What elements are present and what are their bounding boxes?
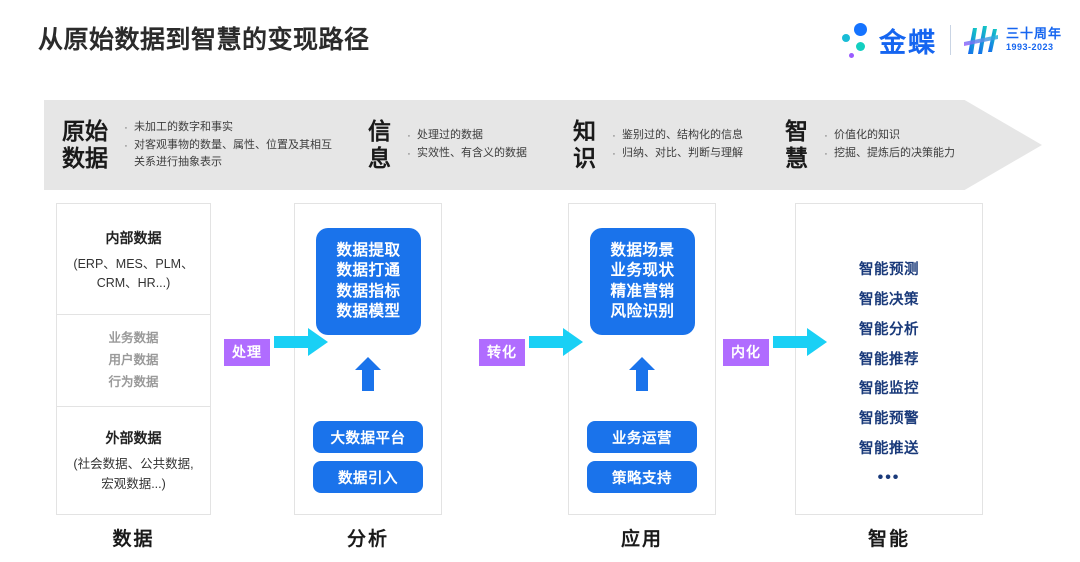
application-pill-operations[interactable]: 业务运营 [587, 421, 697, 453]
stage-bullet-text: 归纳、对比、判断与理解 [622, 147, 743, 159]
analysis-pill-platform[interactable]: 大数据平台 [313, 421, 423, 453]
data-type-item: 业务数据 [108, 330, 159, 345]
application-scenario-card[interactable]: 数据场景 业务现状 精准营销 风险识别 [590, 228, 695, 335]
list-item: 智能预测 [859, 262, 919, 278]
up-arrow-icon [629, 357, 655, 391]
stage-name: 智 慧 [785, 117, 808, 171]
stage-bullet-text: 对客观事物的数量、属性、位置及其相互关系进行抽象表示 [134, 138, 332, 169]
kingdee-dots-icon [839, 20, 875, 60]
up-arrow-icon [355, 357, 381, 391]
stage-bullets: · 鉴别过的、结构化的信息 · 归纳、对比、判断与理解 [606, 127, 743, 163]
connector-label: 处理 [224, 339, 270, 366]
brand-name: 金蝶 [878, 27, 937, 58]
internal-data-section: 内部数据 (ERP、MES、PLM、 CRM、HR...) [57, 204, 210, 314]
right-arrow-icon [274, 328, 329, 356]
stage-bullet-text: 处理过的数据 [417, 128, 483, 141]
right-arrow-icon [773, 328, 828, 356]
banner-stage-wisdom: 智 慧 · 价值化的知识 · 挖掘、提炼后的决策能力 [785, 118, 955, 172]
column-data: 内部数据 (ERP、MES、PLM、 CRM、HR...) 业务数据 用户数据 … [56, 203, 211, 515]
list-item: 智能决策 [859, 291, 919, 308]
footer-label-intelligence: 智能 [867, 529, 910, 550]
right-arrow-icon [529, 328, 584, 356]
external-data-section: 外部数据 (社会数据、公共数据, 宏观数据...) [57, 407, 210, 494]
list-item: 智能推送 [859, 441, 919, 458]
internal-data-heading: 内部数据 [105, 230, 162, 246]
anniversary-label: 三十周年 [1005, 26, 1062, 42]
bullet-dot-icon: · [124, 121, 128, 134]
anniversary-mark-icon [963, 26, 998, 54]
external-data-sub: (社会数据、公共数据, 宏观数据...) [73, 457, 194, 491]
bullet-dot-icon: · [124, 139, 128, 152]
banner-stage-knowledge: 知 识 · 鉴别过的、结构化的信息 · 归纳、对比、判断与理解 [573, 118, 743, 172]
bullet-dot-icon: · [612, 148, 616, 160]
stage-bullets: · 处理过的数据 · 实效性、有含义的数据 [401, 127, 527, 163]
application-pill-strategy[interactable]: 策略支持 [587, 461, 697, 493]
bullet-dot-icon: · [824, 129, 828, 142]
brand-divider [949, 25, 951, 55]
banner-stage-raw-data: 原始 数据 · 未加工的数字和事实 · 对客观事物的数量、属性、位置及其相互关系进行… [62, 118, 334, 172]
connector-label: 内化 [723, 339, 769, 366]
list-item: 智能监控 [859, 381, 919, 398]
page-title: 从原始数据到智慧的变现路径 [38, 26, 370, 54]
footer-label-data: 数据 [112, 529, 155, 550]
list-item: 智能预警 [859, 411, 919, 428]
stage-bullet-text: 挖掘、提炼后的决策能力 [834, 147, 955, 159]
list-item: 智能分析 [859, 321, 919, 338]
stage-bullet-text: 价值化的知识 [834, 128, 900, 141]
anniversary-years: 1993-2023 [1005, 41, 1054, 52]
external-data-heading: 外部数据 [105, 430, 162, 447]
footer-label-application: 应用 [620, 529, 663, 550]
bullet-dot-icon: · [824, 148, 828, 160]
analysis-capability-card[interactable]: 数据提取 数据打通 数据指标 数据模型 [316, 228, 421, 335]
column-intelligence: 智能预测 智能决策 智能分析 智能推荐 智能监控 智能预警 智能推送 ••• [795, 203, 983, 515]
connector-label: 转化 [479, 339, 525, 366]
bullet-dot-icon: · [407, 148, 411, 160]
ellipsis-marker: ••• [877, 469, 901, 487]
stage-bullets: · 价值化的知识 · 挖掘、提炼后的决策能力 [818, 127, 955, 163]
stage-name: 原始 数据 [62, 117, 108, 171]
footer-label-analysis: 分析 [346, 529, 389, 550]
brand-logo: 金蝶 三十周年 1993-2023 [839, 18, 1062, 62]
bullet-dot-icon: · [612, 129, 616, 142]
stage-bullet-text: 实效性、有含义的数据 [417, 147, 527, 159]
bullet-dot-icon: · [407, 129, 411, 142]
connector-transformation: 转化 [479, 318, 584, 366]
analysis-pill-ingestion[interactable]: 数据引入 [313, 461, 423, 493]
anniversary-badge: 三十周年 1993-2023 [962, 23, 1062, 57]
data-types-section: 业务数据 用户数据 行为数据 [57, 313, 210, 408]
list-item: 智能推荐 [859, 351, 919, 368]
banner-stage-information: 信 息 · 处理过的数据 · 实效性、有含义的数据 [368, 118, 527, 172]
stage-bullets: · 未加工的数字和事实 · 对客观事物的数量、属性、位置及其相互关系进行抽象表示 [118, 119, 334, 171]
internal-data-sub: (ERP、MES、PLM、 CRM、HR...) [73, 257, 194, 291]
connector-internalization: 内化 [723, 318, 828, 366]
stage-name: 知 识 [573, 117, 596, 171]
data-type-item: 行为数据 [108, 374, 159, 389]
stage-name: 信 息 [368, 117, 391, 171]
data-type-item: 用户数据 [108, 352, 159, 367]
intelligence-list: 智能预测 智能决策 智能分析 智能推荐 智能监控 智能预警 智能推送 ••• [796, 204, 982, 491]
maturity-arrow-banner: 原始 数据 · 未加工的数字和事实 · 对客观事物的数量、属性、位置及其相互关系进行… [44, 100, 1042, 190]
connector-processing: 处理 [224, 318, 329, 366]
stage-bullet-text: 鉴别过的、结构化的信息 [622, 128, 743, 141]
stage-bullet-text: 未加工的数字和事实 [134, 120, 233, 133]
